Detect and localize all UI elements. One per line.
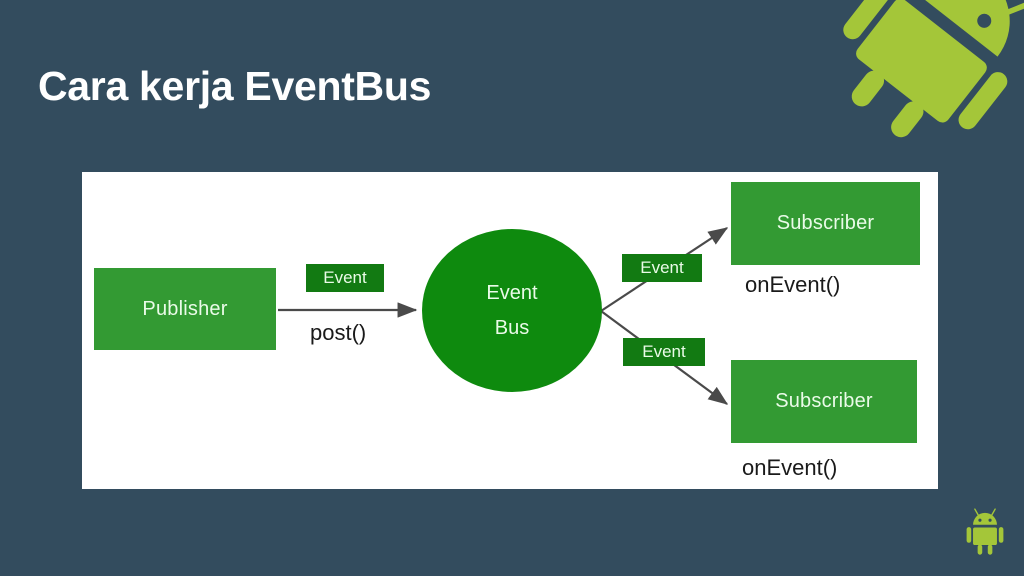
node-publisher: Publisher [94,268,276,350]
edge-tag-event-bottom: Event [623,338,705,366]
node-event-bus-label-line2: Bus [494,316,530,339]
label-post-method: post() [310,320,367,345]
node-subscriber-1-label: Subscriber [776,212,875,234]
node-publisher-label: Publisher [142,297,228,320]
page-title: Cara kerja EventBus [38,63,432,109]
edge-tag-event-bottom-label: Event [642,342,686,361]
diagram-panel: Publisher Event Bus Subscriber Subscribe… [82,172,938,489]
node-event-bus-label-line1: Event [486,281,538,304]
edge-tag-event-post-label: Event [323,268,367,287]
node-event-bus: Event Bus [422,229,602,392]
label-onevent-method-1: onEvent() [745,272,841,297]
edge-tag-event-top: Event [622,254,702,282]
node-subscriber-2: Subscriber [731,360,917,443]
android-robot-icon [966,508,1004,555]
edge-tag-event-top-label: Event [640,258,684,277]
edge-tag-event-post: Event [306,264,384,292]
node-subscriber-2-label: Subscriber [775,390,873,412]
node-subscriber-1: Subscriber [731,182,920,265]
label-onevent-method-2: onEvent() [742,455,838,480]
